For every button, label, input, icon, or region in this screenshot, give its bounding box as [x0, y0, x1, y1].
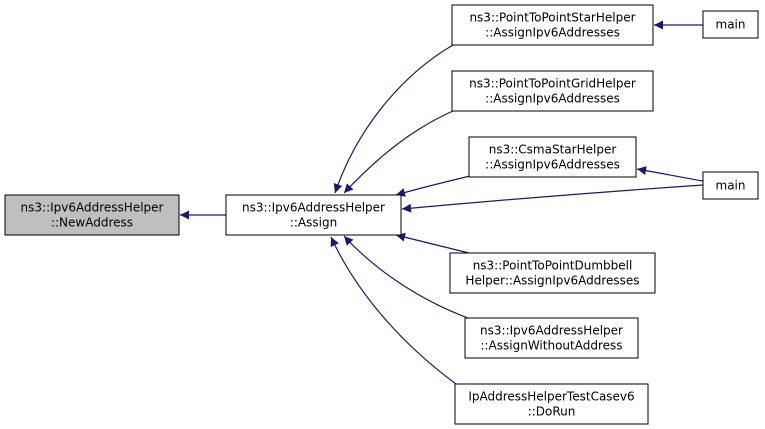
nodes-layer: ns3::Ipv6AddressHelper::NewAddressns3::I… — [4, 4, 759, 425]
node-new-address[interactable]: ns3::Ipv6AddressHelper::NewAddress — [4, 194, 180, 236]
edge-main2-to-assign — [401, 184, 704, 213]
node-box — [464, 317, 639, 359]
node-label-line: ns3::PointToPointDumbbell — [473, 259, 633, 273]
edge-assign_without-to-assign — [343, 235, 469, 319]
node-csma-star[interactable]: ns3::CsmaStarHelper::AssignIpv6Addresses — [468, 136, 637, 178]
node-label-line: ns3::Ipv6AddressHelper — [242, 201, 385, 215]
node-label-line: ::Assign — [290, 216, 337, 230]
node-label-line: ns3::PointToPointGridHelper — [469, 77, 636, 91]
node-label-line: ::AssignIpv6Addresses — [485, 26, 620, 40]
edge-p2p_dumbbell-to-assign — [395, 232, 470, 254]
node-assign-without[interactable]: ns3::Ipv6AddressHelper::AssignWithoutAdd… — [464, 317, 639, 359]
node-main1[interactable]: main — [702, 10, 759, 39]
node-label-line: ::NewAddress — [51, 216, 133, 230]
node-assign[interactable]: ns3::Ipv6AddressHelper::Assign — [225, 194, 402, 236]
node-p2p-dumbbell[interactable]: ns3::PointToPointDumbbellHelper::AssignI… — [449, 252, 656, 294]
node-label-line: ns3::PointToPointStarHelper — [469, 11, 635, 25]
edges-layer — [180, 20, 704, 385]
node-label-line: ns3::CsmaStarHelper — [489, 143, 617, 157]
node-box — [4, 194, 180, 236]
node-box — [225, 194, 402, 236]
node-label-line: Helper::AssignIpv6Addresses — [465, 274, 639, 288]
node-p2p-star[interactable]: ns3::PointToPointStarHelper::AssignIpv6A… — [451, 4, 654, 46]
edge-p2p_grid-to-assign — [343, 110, 454, 194]
node-label-line: main — [716, 18, 746, 32]
node-label-line: ::AssignIpv6Addresses — [485, 158, 620, 172]
node-label-line: ::DoRun — [528, 405, 576, 419]
node-testcase[interactable]: IpAddressHelperTestCasev6::DoRun — [454, 383, 649, 425]
edge-csma_star-to-assign — [395, 175, 471, 197]
node-p2p-grid[interactable]: ns3::PointToPointGridHelper::AssignIpv6A… — [451, 70, 654, 112]
node-label-line: IpAddressHelperTestCasev6 — [468, 390, 634, 404]
node-box — [702, 10, 759, 39]
node-box — [454, 383, 649, 425]
node-box — [702, 171, 759, 200]
node-main2[interactable]: main — [702, 171, 759, 200]
edge-p2p_star-to-assign — [333, 44, 454, 194]
node-label-line: main — [716, 179, 746, 193]
node-label-line: ::AssignIpv6Addresses — [485, 92, 620, 106]
node-box — [449, 252, 656, 294]
node-box — [451, 70, 654, 112]
node-label-line: ns3::Ipv6AddressHelper — [21, 201, 164, 215]
edge-main2-to-csma_star — [636, 166, 704, 182]
node-label-line: ::AssignWithoutAddress — [480, 339, 622, 353]
node-label-line: ns3::Ipv6AddressHelper — [480, 324, 623, 338]
node-box — [468, 136, 637, 178]
node-box — [451, 4, 654, 46]
edge-testcase-to-assign — [330, 236, 457, 385]
